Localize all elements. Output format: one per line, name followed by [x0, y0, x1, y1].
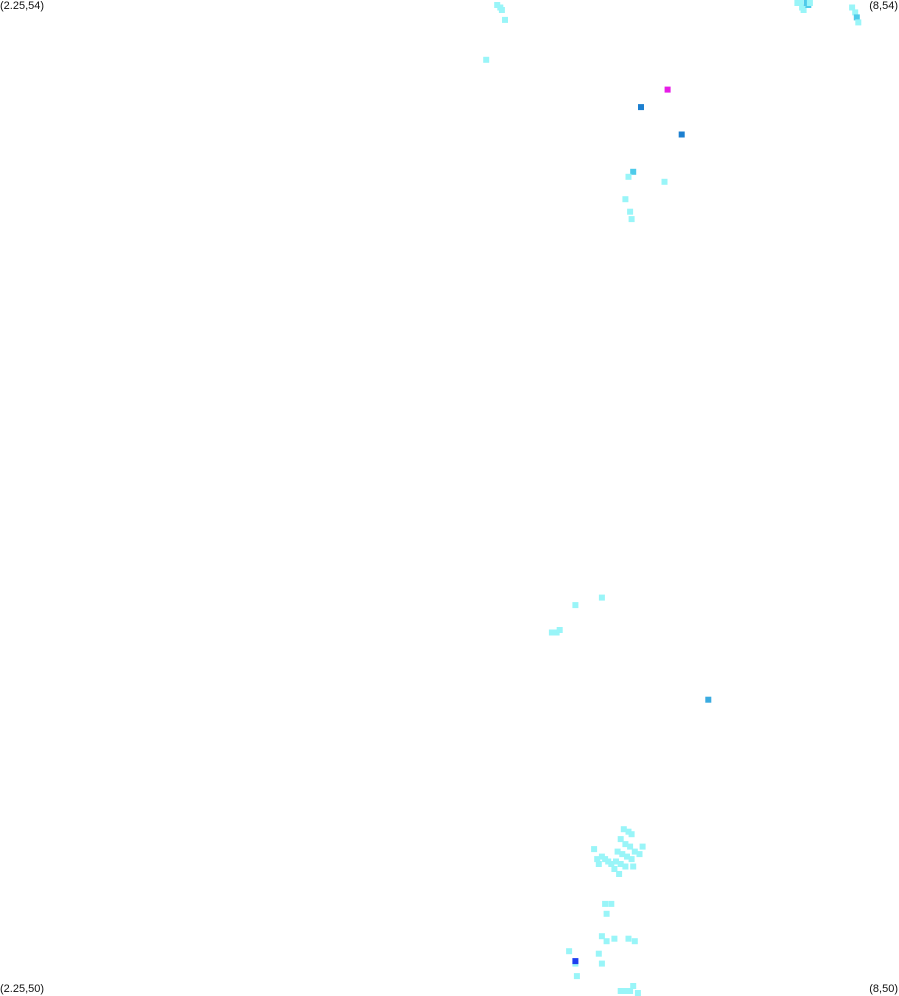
- map-point: [627, 988, 634, 994]
- map-point: [636, 851, 643, 858]
- map-point: [608, 861, 615, 867]
- map-point: [630, 863, 637, 870]
- map-point: [483, 56, 490, 63]
- map-point: [603, 938, 610, 945]
- map-point: [622, 988, 629, 994]
- map-point: [625, 173, 632, 180]
- map-point: [591, 846, 598, 853]
- map-point: [628, 831, 635, 838]
- map-point: [806, 0, 813, 6]
- map-point: [602, 856, 609, 863]
- map-point: [661, 178, 668, 185]
- map-point: [594, 856, 601, 863]
- map-point: [630, 168, 637, 175]
- map-point: [613, 858, 619, 865]
- map-point: [608, 900, 615, 907]
- map-point: [617, 861, 624, 867]
- map-point: [639, 843, 646, 850]
- map-point: [605, 858, 612, 865]
- map-point: [625, 935, 632, 942]
- map-point: [631, 848, 638, 855]
- corner-label-top-right: (8,54): [869, 0, 898, 12]
- map-point: [614, 848, 621, 855]
- map-point: [572, 958, 579, 965]
- map-point: [572, 602, 579, 609]
- map-point: [616, 871, 623, 877]
- map-point: [566, 948, 573, 955]
- map-point: [611, 866, 618, 872]
- map-point: [852, 9, 859, 16]
- map-point: [573, 973, 580, 980]
- map-point: [602, 900, 609, 907]
- map-point: [595, 950, 602, 957]
- map-point: [705, 696, 712, 703]
- map-point: [556, 627, 563, 633]
- map-point: [598, 853, 605, 860]
- map-point: [603, 910, 610, 917]
- map-point: [553, 629, 560, 636]
- map-point: [617, 988, 624, 994]
- map-point: [627, 843, 634, 850]
- map-point: [630, 983, 637, 989]
- map-point: [638, 104, 644, 111]
- map-point: [794, 0, 801, 6]
- map-point: [622, 863, 629, 870]
- map-point: [855, 19, 862, 26]
- map-point: [619, 851, 626, 858]
- map-point: [678, 131, 685, 138]
- map-point: [853, 14, 860, 21]
- map-point: [849, 4, 856, 11]
- map-point: [624, 853, 630, 860]
- map-point: [502, 16, 508, 23]
- map-point: [620, 826, 627, 833]
- map-point: [498, 7, 505, 13]
- map-point: [627, 208, 634, 215]
- map-point: [595, 861, 602, 867]
- map-point: [664, 86, 671, 93]
- map-point: [634, 990, 641, 996]
- map-point: [598, 594, 605, 601]
- corner-label-bottom-right: (8,50): [869, 983, 898, 995]
- map-point: [631, 938, 638, 945]
- map-point: [617, 836, 624, 843]
- map-point: [598, 960, 605, 967]
- map-point: [622, 196, 629, 203]
- map-point: [625, 828, 632, 835]
- map-point: [611, 935, 618, 942]
- map-point: [628, 216, 635, 223]
- map-point: [797, 0, 804, 6]
- map-point: [800, 7, 807, 13]
- map-point: [598, 933, 605, 940]
- map-point: [622, 841, 629, 848]
- corner-label-bottom-left: (2.25,50): [0, 983, 45, 995]
- map-point: [494, 2, 501, 8]
- corner-label-top-left: (2.25,54): [0, 0, 45, 12]
- map-point: [548, 629, 555, 636]
- map-point: [628, 856, 635, 863]
